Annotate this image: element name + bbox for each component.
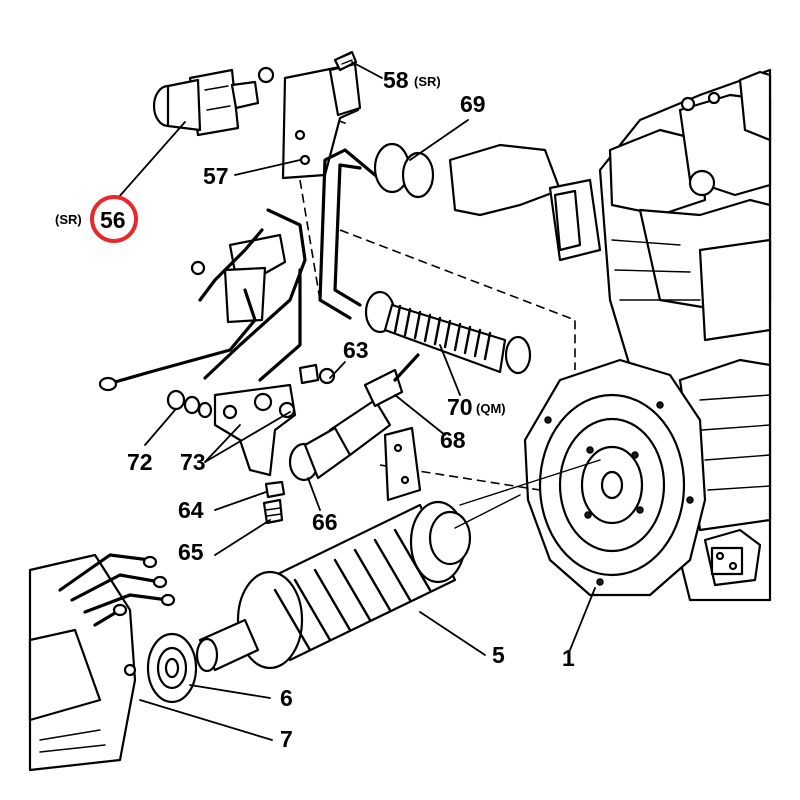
leader-64 bbox=[214, 491, 267, 511]
callout-66: 66 bbox=[312, 509, 338, 535]
callout-70: 70 bbox=[447, 394, 473, 420]
leader-58 bbox=[351, 61, 383, 79]
part-5-armature bbox=[195, 494, 521, 673]
callout-63: 63 bbox=[343, 337, 369, 363]
part-68-mounting-plate bbox=[383, 426, 422, 502]
part-65-bolt bbox=[262, 498, 284, 525]
callout-73: 73 bbox=[180, 449, 206, 475]
flywheel-housing bbox=[523, 358, 707, 597]
callout-65: 65 bbox=[178, 539, 204, 565]
leader-73a bbox=[204, 424, 241, 463]
leader-65 bbox=[214, 519, 271, 556]
callout-1: 1 bbox=[562, 645, 575, 671]
leader-66 bbox=[307, 477, 321, 511]
part-70-flexible-hose bbox=[364, 290, 532, 375]
callout-72: 72 bbox=[127, 449, 153, 475]
part-6-bearing bbox=[146, 632, 198, 704]
leader-6 bbox=[189, 684, 271, 699]
leader-68 bbox=[394, 394, 446, 436]
leader-56 bbox=[117, 121, 186, 199]
callout-labels: 58 (SR) 69 57 (SR) 56 63 70 (QM) 68 72 7… bbox=[55, 67, 575, 752]
callout-7: 7 bbox=[280, 726, 293, 752]
callout-56: 56 bbox=[100, 207, 126, 233]
callout-56-highlight-ring bbox=[90, 195, 138, 243]
part-56-solenoid bbox=[152, 66, 275, 137]
callout-70-suffix: (QM) bbox=[476, 401, 506, 416]
callout-58-suffix: (SR) bbox=[414, 74, 441, 89]
callout-69: 69 bbox=[460, 91, 486, 117]
leader-5 bbox=[419, 611, 486, 656]
part-64-nut bbox=[264, 480, 286, 499]
leader-73b bbox=[204, 411, 291, 463]
callout-5: 5 bbox=[492, 642, 505, 668]
part-7-starter-housing bbox=[28, 553, 176, 772]
leader-7 bbox=[139, 699, 273, 741]
leader-lines bbox=[117, 61, 596, 741]
part-66-stop-solenoid bbox=[288, 353, 420, 482]
callout-57: 57 bbox=[203, 163, 229, 189]
leader-72 bbox=[144, 409, 176, 446]
intake-pipe bbox=[318, 148, 377, 320]
leader-57 bbox=[234, 159, 301, 176]
leader-63 bbox=[329, 361, 346, 379]
callout-58: 58 bbox=[383, 67, 409, 93]
part-58-screw bbox=[333, 50, 358, 72]
leader-70 bbox=[439, 344, 461, 396]
callout-64: 64 bbox=[178, 497, 204, 523]
wiring-harness bbox=[98, 208, 307, 392]
part-63-bolt bbox=[298, 363, 336, 385]
leader-1 bbox=[569, 587, 596, 651]
part-73-mount-bracket bbox=[213, 383, 297, 477]
callout-56-prefix: (SR) bbox=[55, 212, 82, 227]
part-72-washer bbox=[166, 389, 213, 419]
callout-68: 68 bbox=[440, 427, 466, 453]
part-69-intake-elbow bbox=[373, 142, 602, 262]
leader-69 bbox=[409, 119, 469, 161]
callout-6: 6 bbox=[280, 685, 293, 711]
